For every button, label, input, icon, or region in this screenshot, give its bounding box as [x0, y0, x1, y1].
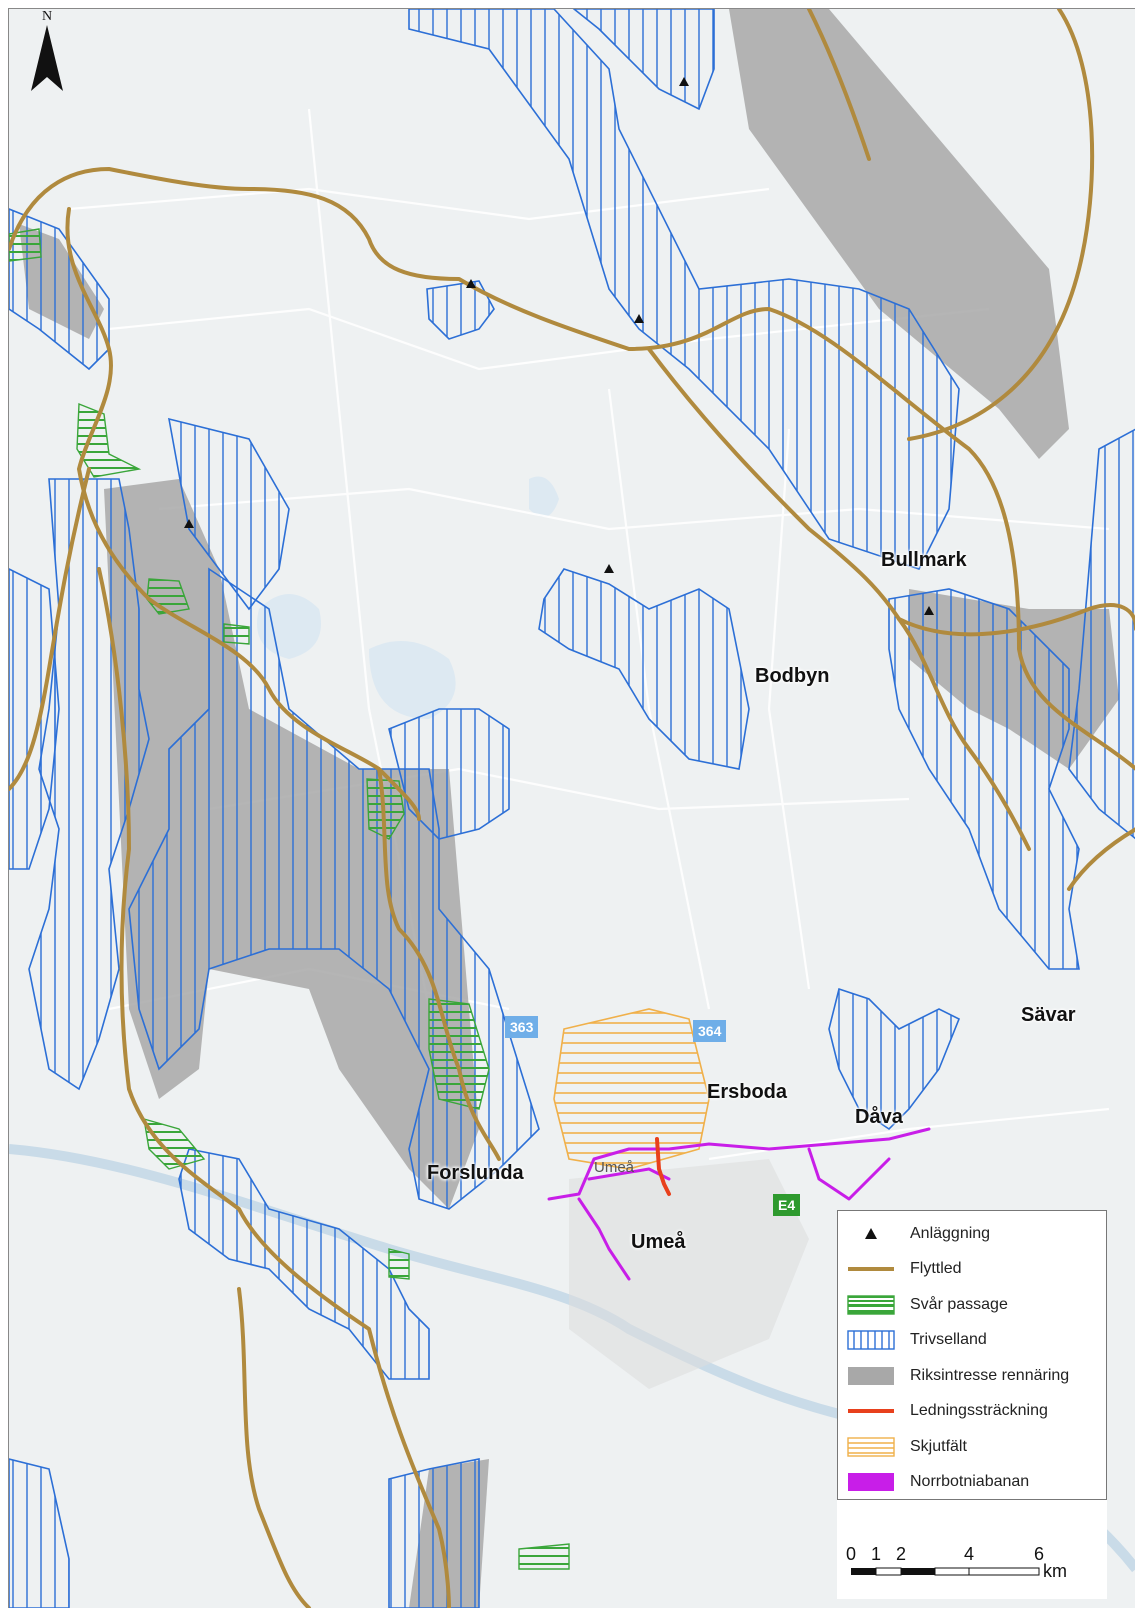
flyttled-swatch — [848, 1267, 894, 1272]
legend: Anläggning Flyttled Svår passage Trivsel… — [837, 1210, 1107, 1500]
flyttled-route — [9, 167, 1135, 771]
legend-item-flyttled: Flyttled — [846, 1252, 1098, 1288]
scale-bar: 0 1 2 4 6 km — [837, 1500, 1107, 1599]
legend-label: Svår passage — [910, 1295, 1008, 1313]
riksintresse-area — [729, 9, 1069, 459]
flyttled-route — [97, 567, 451, 1608]
north-arrow-icon — [31, 25, 63, 91]
svar-passage-area — [76, 402, 142, 478]
legend-label: Anläggning — [910, 1224, 991, 1242]
trivselland-area — [388, 1458, 480, 1608]
ledningsstrackning-swatch — [848, 1409, 894, 1414]
legend-item-trivselland: Trivselland — [846, 1323, 1098, 1359]
legend-label: Flyttled — [910, 1260, 962, 1278]
trivselland-area — [167, 417, 290, 611]
legend-item-ledningsstrackning: Ledningssträckning — [846, 1394, 1098, 1430]
scale-unit: km — [1043, 1561, 1067, 1581]
scale-tick-label: 6 — [1034, 1544, 1044, 1564]
place-label-savar: Sävar — [1021, 1004, 1076, 1026]
road-shield-363: 363 — [505, 1016, 539, 1038]
trivselland-area — [408, 9, 960, 570]
triangle-marker-icon — [466, 279, 476, 288]
triangle-marker-icon — [634, 314, 644, 323]
place-label-umea: Umeå — [631, 1231, 686, 1253]
flyttled-route — [9, 467, 91, 791]
triangle-marker-icon — [924, 606, 934, 615]
flyttled-route — [1067, 827, 1135, 891]
legend-label: Trivselland — [910, 1331, 987, 1349]
skjutfalt-swatch — [847, 1437, 895, 1457]
minor-label-umea: Umeå — [594, 1159, 635, 1176]
legend-item-norrbotniabanan: Norrbotniabanan — [846, 1465, 1098, 1501]
flyttled-route — [647, 347, 1031, 851]
trivselland-area — [9, 1458, 70, 1608]
trivselland-swatch — [847, 1330, 895, 1350]
legend-item-anlaggning: Anläggning — [846, 1216, 1098, 1252]
place-label-forslunda: Forslunda — [427, 1162, 524, 1184]
svar-passage-area — [9, 228, 42, 262]
svar-passage-area — [143, 1118, 206, 1170]
skjutfalt-area — [553, 1008, 710, 1170]
flyttled-route — [807, 9, 871, 161]
legend-label: Ledningssträckning — [910, 1402, 1048, 1420]
scale-bar-graphic: 0 1 2 4 6 km — [846, 1544, 1067, 1581]
legend-label: Riksintresse rennäring — [910, 1366, 1070, 1384]
triangle-marker-icon — [865, 1227, 877, 1239]
scale-tick-label: 1 — [871, 1544, 881, 1564]
ledningsstrackning-line — [655, 1137, 671, 1196]
legend-label: Skjutfält — [910, 1437, 967, 1455]
legend-item-svar-passage: Svår passage — [846, 1287, 1098, 1323]
norrbotniabanan-swatch — [848, 1473, 894, 1492]
svar-passage-swatch — [847, 1295, 895, 1315]
urban-area — [569, 1159, 809, 1389]
riksintresse-swatch — [848, 1366, 894, 1385]
road-shield-e4: E4 — [773, 1194, 801, 1216]
flyttled-route — [897, 603, 1135, 637]
triangle-marker-icon — [184, 519, 194, 528]
flyttled-routes — [9, 9, 1135, 1608]
trivselland-area — [426, 280, 495, 340]
north-arrow: N — [29, 9, 65, 103]
lake — [369, 641, 456, 719]
flyttled-route — [377, 767, 421, 821]
trivselland-area — [828, 987, 961, 1131]
scale-tick-label: 0 — [846, 1544, 856, 1564]
anlaggning-markers — [184, 77, 934, 615]
trivselland-area — [572, 9, 715, 111]
legend-item-skjutfalt: Skjutfält — [846, 1429, 1098, 1465]
trivselland-area — [9, 568, 60, 870]
place-label-bullmark: Bullmark — [881, 549, 967, 571]
svar-passage-area — [518, 1543, 570, 1570]
svar-passage-area — [366, 778, 405, 840]
flyttled-route — [907, 9, 1095, 441]
trivselland-area — [1068, 428, 1135, 840]
svar-passage-area — [388, 1248, 410, 1280]
place-label-ersboda: Ersboda — [707, 1081, 788, 1103]
svar-passage-area — [223, 623, 250, 645]
trivselland-area — [178, 1148, 430, 1380]
triangle-marker-icon — [604, 564, 614, 573]
legend-item-riksintresse: Riksintresse rennäring — [846, 1358, 1098, 1394]
lake — [529, 476, 559, 517]
road-shield-364: 364 — [693, 1020, 727, 1042]
north-label: N — [41, 9, 53, 24]
scale-tick-label: 4 — [964, 1544, 974, 1564]
scale-tick-label: 2 — [896, 1544, 906, 1564]
place-label-dava: Dåva — [855, 1106, 903, 1128]
triangle-marker-icon — [679, 77, 689, 86]
trivselland-area — [538, 568, 750, 770]
place-label-bodbyn: Bodbyn — [755, 665, 830, 687]
legend-label: Norrbotniabanan — [910, 1473, 1030, 1491]
norrbotniabanan — [547, 1127, 931, 1281]
flyttled-route — [65, 207, 501, 1161]
flyttled-route — [237, 1287, 311, 1608]
